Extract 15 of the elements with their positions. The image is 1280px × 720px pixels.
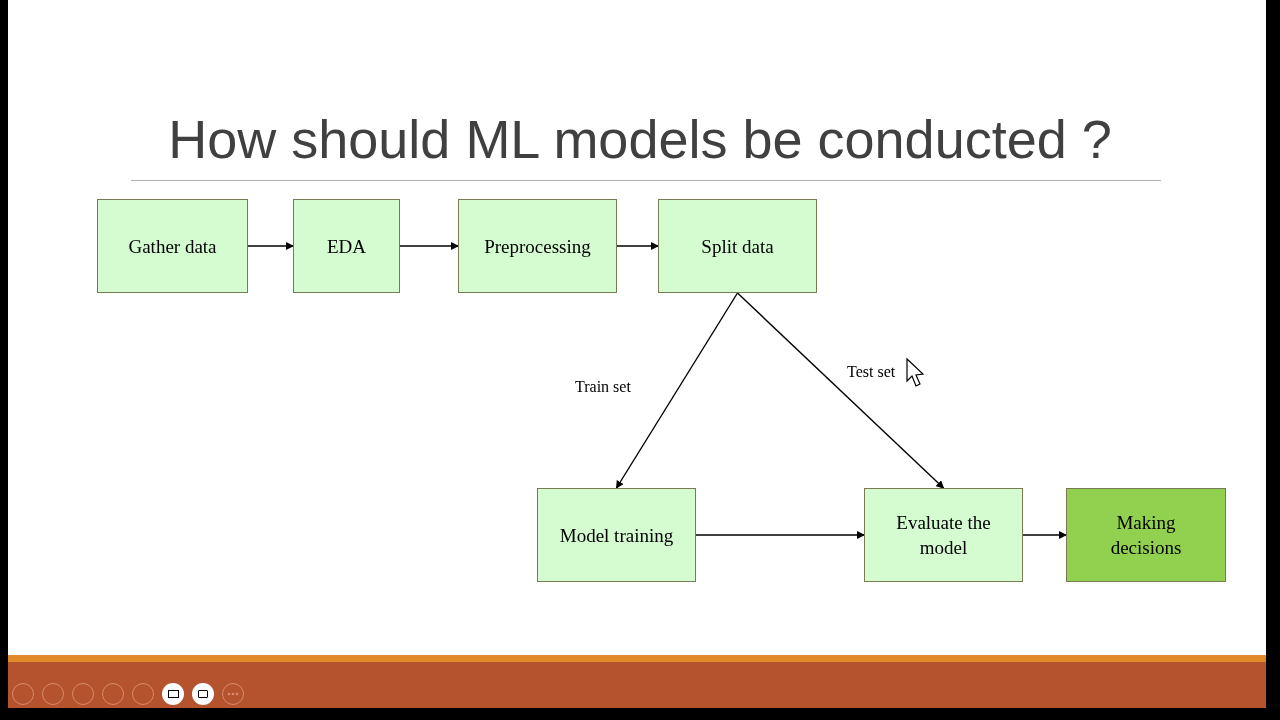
arrow: [247, 242, 294, 250]
slide-title: How should ML models be conducted ?: [168, 109, 1112, 169]
process-box: Making decisions: [1066, 488, 1226, 582]
process-box: Evaluate the model: [864, 488, 1023, 582]
arrow: [736, 292, 945, 489]
arrow: [1022, 531, 1067, 539]
arrow: [399, 242, 459, 250]
arrow: [615, 292, 739, 489]
process-box: Preprocessing: [458, 199, 617, 293]
arrow: [616, 242, 659, 250]
arrow: [695, 531, 865, 539]
process-box: Model training: [537, 488, 696, 582]
process-box: EDA: [293, 199, 400, 293]
process-box: Gather data: [97, 199, 248, 293]
process-box: Split data: [658, 199, 817, 293]
